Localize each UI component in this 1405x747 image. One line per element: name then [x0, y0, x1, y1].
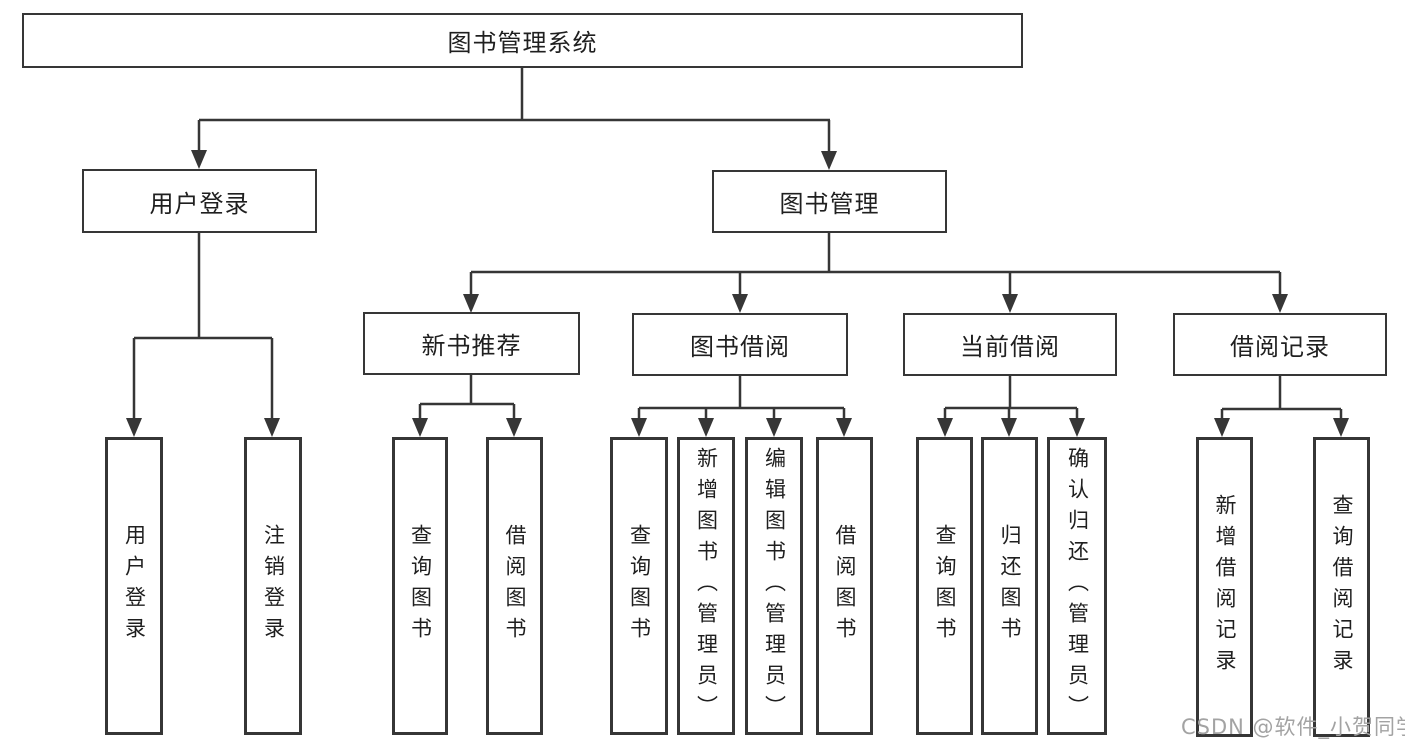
leaf-query-books-borrow: 查询图书: [610, 437, 668, 735]
node-label: 当前借阅: [960, 333, 1060, 361]
connector-lines: [132, 68, 1343, 421]
node-label: 查询图书: [933, 524, 957, 648]
leaf-logout: 注销登录: [244, 437, 302, 735]
leaf-add-borrow-record: 新增借阅记录: [1196, 437, 1253, 737]
node-label: 新书推荐: [421, 332, 522, 360]
node-label: 确认归还（管理员）: [1065, 446, 1090, 726]
node-root: 图书管理系统: [22, 13, 1023, 68]
node-label: 查询借阅记录: [1330, 494, 1354, 680]
node-label: 查询图书: [627, 524, 652, 648]
leaf-query-books-recommend: 查询图书: [392, 437, 448, 735]
node-label: 借阅记录: [1230, 333, 1330, 361]
node-book-management: 图书管理: [712, 170, 947, 233]
node-label: 借阅图书: [503, 524, 527, 648]
node-new-book-recommend: 新书推荐: [363, 312, 580, 375]
leaf-user-login: 用户登录: [105, 437, 163, 735]
node-label: 新增借阅记录: [1213, 494, 1237, 680]
node-current-borrow: 当前借阅: [903, 313, 1117, 376]
leaf-borrow-books: 借阅图书: [816, 437, 873, 735]
node-label: 注销登录: [261, 524, 286, 648]
leaf-add-books-admin: 新增图书（管理员）: [677, 437, 735, 735]
node-label: 用户登录: [149, 189, 250, 218]
leaf-query-borrow-record: 查询借阅记录: [1313, 437, 1370, 737]
leaf-confirm-return-admin: 确认归还（管理员）: [1047, 437, 1107, 735]
leaf-borrow-books-recommend: 借阅图书: [486, 437, 543, 735]
node-label: 查询图书: [408, 524, 433, 648]
node-label: 归还图书: [998, 524, 1022, 648]
node-user-login-branch: 用户登录: [82, 169, 317, 233]
node-borrow-records: 借阅记录: [1173, 313, 1387, 376]
node-label: 编辑图书（管理员）: [762, 446, 787, 726]
node-label: 图书管理: [779, 190, 880, 218]
csdn-watermark: CSDN @软件_小贺同学: [1181, 715, 1405, 739]
node-label: 借阅图书: [833, 524, 857, 648]
node-book-borrow: 图书借阅: [632, 313, 848, 376]
node-label: 图书管理系统: [447, 29, 598, 57]
leaf-edit-books-admin: 编辑图书（管理员）: [745, 437, 803, 735]
leaf-query-books-current: 查询图书: [916, 437, 973, 735]
node-label: 用户登录: [122, 524, 147, 648]
node-label: 图书借阅: [690, 333, 790, 361]
node-label: 新增图书（管理员）: [694, 446, 719, 726]
leaf-return-books: 归还图书: [981, 437, 1038, 735]
